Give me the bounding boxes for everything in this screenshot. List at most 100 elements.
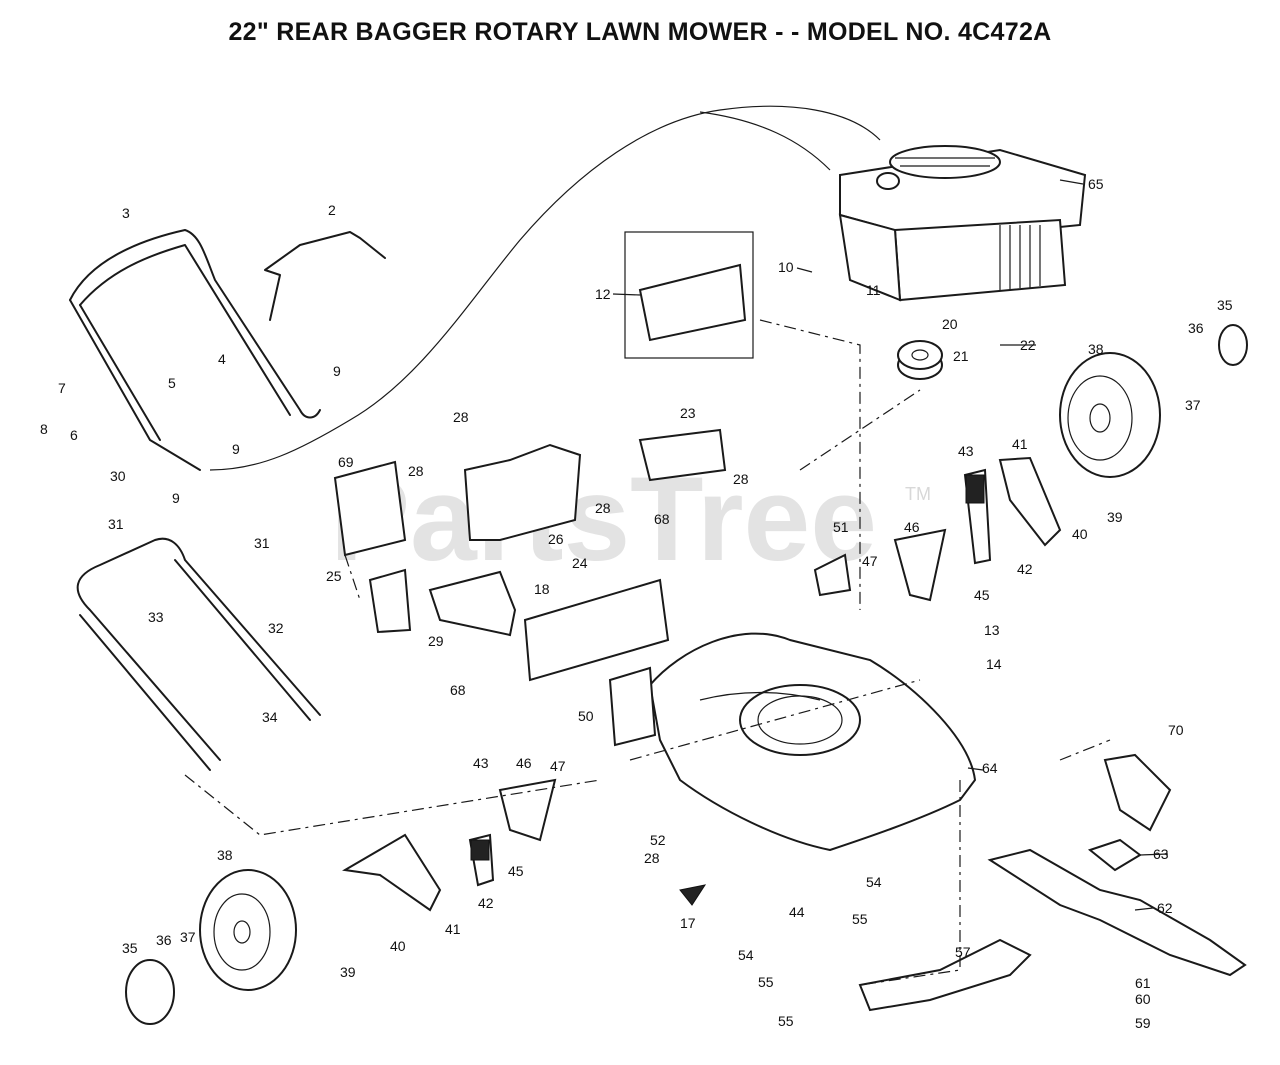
height-adjuster-left xyxy=(342,833,442,912)
label-68a: 68 xyxy=(654,511,670,527)
rear-door xyxy=(523,578,670,682)
label-20: 20 xyxy=(942,316,958,332)
label-12: 12 xyxy=(595,286,611,302)
baffle xyxy=(428,570,517,637)
label-35b: 35 xyxy=(122,940,138,956)
height-adjuster-right xyxy=(998,456,1062,547)
label-42b: 42 xyxy=(478,895,494,911)
label-46b: 46 xyxy=(516,755,532,771)
watermark-trademark: TM xyxy=(905,484,931,504)
label-6: 6 xyxy=(70,427,78,443)
hub-cap-left xyxy=(125,959,175,1025)
label-55b: 55 xyxy=(758,974,774,990)
engine xyxy=(838,145,1087,302)
label-29: 29 xyxy=(428,633,444,649)
label-42a: 42 xyxy=(1017,561,1033,577)
label-9c: 9 xyxy=(172,490,180,506)
label-41b: 41 xyxy=(445,921,461,937)
label-34: 34 xyxy=(262,709,278,725)
label-33: 33 xyxy=(148,609,164,625)
label-59: 59 xyxy=(1135,1015,1151,1031)
label-51: 51 xyxy=(833,519,849,535)
skid-57 xyxy=(858,938,1032,1012)
label-23: 23 xyxy=(680,405,696,421)
label-8: 8 xyxy=(40,421,48,437)
part-17 xyxy=(679,884,707,906)
bracket xyxy=(638,428,727,482)
label-31a: 31 xyxy=(108,516,124,532)
label-44: 44 xyxy=(789,904,805,920)
label-39b: 39 xyxy=(340,964,356,980)
label-24: 24 xyxy=(572,555,588,571)
side-bracket xyxy=(368,568,412,634)
label-69: 69 xyxy=(338,454,354,470)
adjuster-plate-right xyxy=(893,528,947,602)
bracket-51 xyxy=(813,553,852,597)
engine-inset-box xyxy=(624,231,754,359)
lower-handle xyxy=(76,537,321,771)
label-13: 13 xyxy=(984,622,1000,638)
label-40b: 40 xyxy=(390,938,406,954)
mower-deck xyxy=(648,632,977,852)
label-47a: 47 xyxy=(862,553,878,569)
label-2: 2 xyxy=(328,202,336,218)
label-10: 10 xyxy=(778,259,794,275)
label-55c: 55 xyxy=(778,1013,794,1029)
rear-wheel-right xyxy=(1059,352,1161,478)
label-17: 17 xyxy=(680,915,696,931)
label-68b: 68 xyxy=(450,682,466,698)
label-40a: 40 xyxy=(1072,526,1088,542)
hub-cap-right xyxy=(1218,324,1248,366)
label-62: 62 xyxy=(1157,900,1173,916)
label-52: 52 xyxy=(650,832,666,848)
label-47b: 47 xyxy=(550,758,566,774)
diagram-title: 22" REAR BAGGER ROTARY LAWN MOWER - - MO… xyxy=(228,18,1052,46)
label-28b: 28 xyxy=(408,463,424,479)
upper-handle xyxy=(69,229,321,471)
rear-deflector xyxy=(463,443,582,541)
lever-grip-right xyxy=(965,474,985,504)
label-14: 14 xyxy=(986,656,1002,672)
label-46a: 46 xyxy=(904,519,920,535)
label-37a: 37 xyxy=(1185,397,1201,413)
label-36b: 36 xyxy=(156,932,172,948)
lever-grip-left xyxy=(470,839,490,861)
leader-lines xyxy=(612,179,1169,911)
label-28a: 28 xyxy=(453,409,469,425)
part-labels: 2 3 4 5 6 7 8 9 9 9 10 11 12 13 14 17 18… xyxy=(40,176,1233,1031)
label-4: 4 xyxy=(218,351,226,367)
label-9b: 9 xyxy=(232,441,240,457)
label-70: 70 xyxy=(1168,722,1184,738)
label-57: 57 xyxy=(955,944,971,960)
label-38b: 38 xyxy=(217,847,233,863)
label-39a: 39 xyxy=(1107,509,1123,525)
pulley xyxy=(897,340,943,380)
label-64: 64 xyxy=(982,760,998,776)
label-30: 30 xyxy=(110,468,126,484)
label-18: 18 xyxy=(534,581,550,597)
label-37b: 37 xyxy=(180,929,196,945)
bracket-50 xyxy=(608,666,657,747)
label-43a: 43 xyxy=(958,443,974,459)
label-65: 65 xyxy=(1088,176,1104,192)
label-26: 26 xyxy=(548,531,564,547)
label-35a: 35 xyxy=(1217,297,1233,313)
label-45a: 45 xyxy=(974,587,990,603)
label-32: 32 xyxy=(268,620,284,636)
label-60: 60 xyxy=(1135,991,1151,1007)
blade-adapter xyxy=(1087,838,1142,872)
label-5: 5 xyxy=(168,375,176,391)
label-28c: 28 xyxy=(595,500,611,516)
control-bar xyxy=(264,231,386,321)
label-43b: 43 xyxy=(473,755,489,771)
label-45b: 45 xyxy=(508,863,524,879)
label-61: 61 xyxy=(1135,975,1151,991)
label-36a: 36 xyxy=(1188,320,1204,336)
blade xyxy=(987,848,1247,977)
label-38a: 38 xyxy=(1088,341,1104,357)
label-54b: 54 xyxy=(738,947,754,963)
label-7: 7 xyxy=(58,380,66,396)
label-54a: 54 xyxy=(866,874,882,890)
label-50: 50 xyxy=(578,708,594,724)
